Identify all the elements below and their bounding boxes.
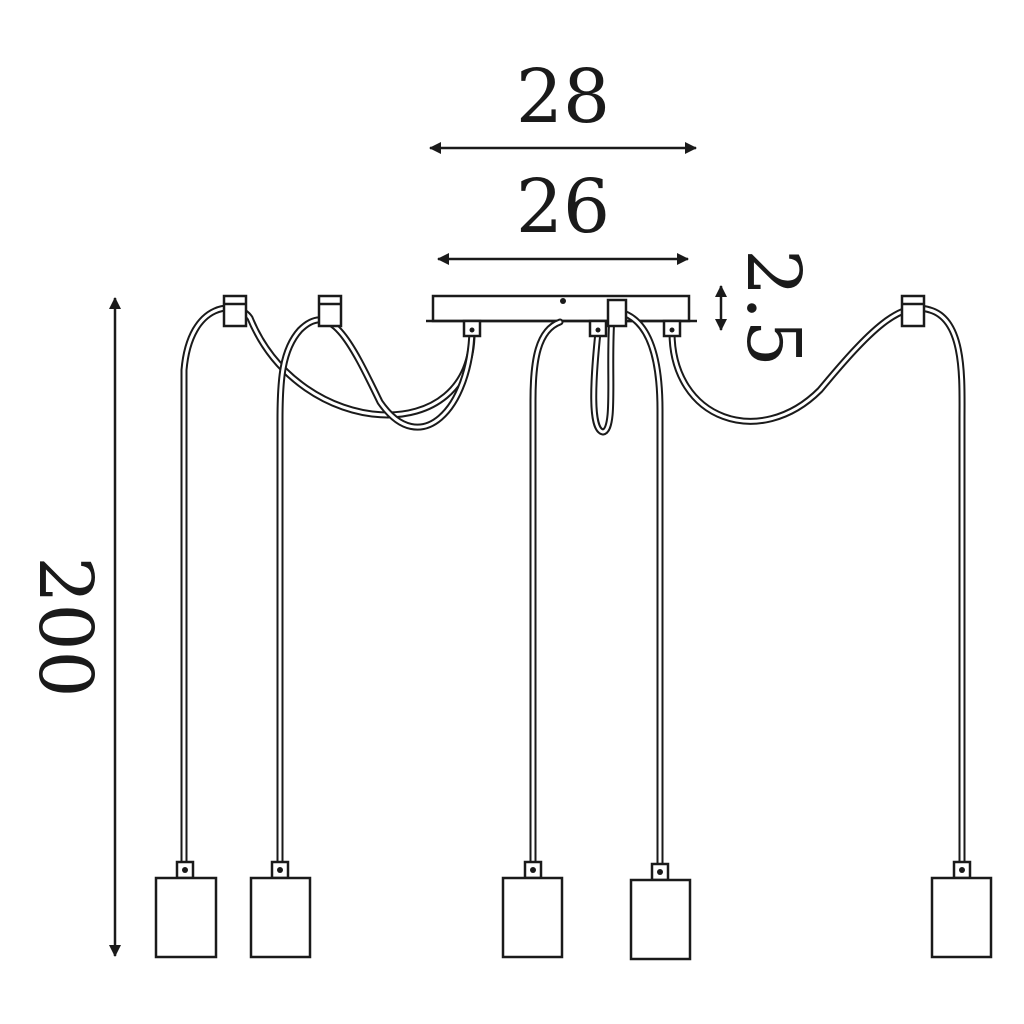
drop-length-label: 200 xyxy=(22,556,108,697)
ceiling-hook-right xyxy=(900,294,926,328)
inner-width-label: 26 xyxy=(516,164,610,250)
pendant-5 xyxy=(930,860,993,959)
ceiling-hook-left xyxy=(222,294,248,328)
pendant-4 xyxy=(629,862,692,961)
canopy-cord-grips xyxy=(462,298,682,338)
pendant-1 xyxy=(154,860,218,959)
outer-width-label: 28 xyxy=(516,54,610,140)
ceiling-hook-middle xyxy=(317,294,343,328)
canopy-height-label: 2.5 xyxy=(730,249,816,367)
cords xyxy=(180,304,966,874)
pendant-2 xyxy=(249,860,312,959)
canopy xyxy=(426,294,697,323)
pendant-3 xyxy=(501,860,564,959)
